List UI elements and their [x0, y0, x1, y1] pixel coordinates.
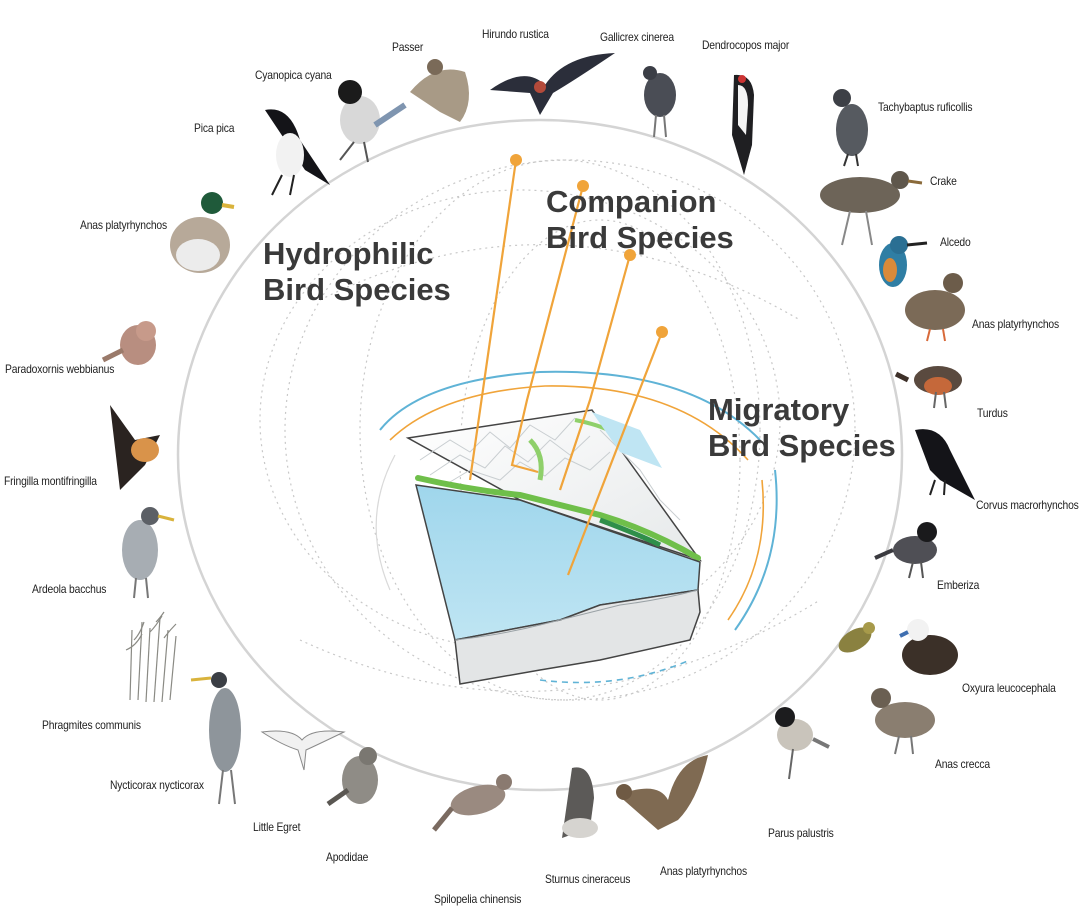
- bird-icon: [820, 171, 922, 245]
- bird-icon: [265, 109, 330, 195]
- bird-icon: [110, 405, 160, 490]
- category-hydrophilic-line2: Bird Species: [263, 272, 451, 308]
- species-label: Phragmites communis: [42, 718, 141, 732]
- bird-icon: [262, 731, 344, 770]
- species-label: Anas platyrhynchos: [80, 218, 167, 232]
- bird-icon: [775, 707, 829, 779]
- bird-icon: [616, 755, 708, 830]
- bird-icon: [490, 53, 615, 115]
- species-label: Anas crecca: [935, 757, 990, 771]
- category-migratory: Migratory Bird Species: [708, 392, 896, 464]
- bird-icon: [915, 429, 975, 500]
- category-migratory-line2: Bird Species: [708, 428, 896, 464]
- species-label: Pica pica: [194, 121, 234, 135]
- category-migratory-line1: Migratory: [708, 392, 896, 428]
- bird-icon: [871, 688, 935, 754]
- category-companion: Companion Bird Species: [546, 184, 734, 256]
- species-label: Parus palustris: [768, 826, 834, 840]
- species-label: Passer: [392, 40, 423, 54]
- reed-grass-icon: [126, 612, 176, 702]
- species-label: Cyanopica cyana: [255, 68, 332, 82]
- bird-icon: [732, 75, 754, 175]
- bird-icon: [896, 366, 962, 408]
- species-label: Sturnus cineraceus: [545, 872, 630, 886]
- species-label: Nycticorax nycticorax: [110, 778, 204, 792]
- bird-icon: [338, 80, 405, 162]
- bird-icon: [905, 273, 965, 341]
- species-label: Little Egret: [253, 820, 300, 834]
- bird-icon: [879, 236, 927, 287]
- species-label: Alcedo: [940, 235, 971, 249]
- species-label: Fringilla montifringilla: [4, 474, 97, 488]
- species-label: Crake: [930, 174, 957, 188]
- species-label: Spilopelia chinensis: [434, 892, 521, 906]
- bird-icon: [328, 747, 378, 804]
- species-label: Oxyura leucocephala: [962, 681, 1056, 695]
- terrain-block: [408, 410, 700, 684]
- species-label: Apodidae: [326, 850, 368, 864]
- species-label: Anas platyrhynchos: [972, 317, 1059, 331]
- species-label: Dendrocopos major: [702, 38, 789, 52]
- bird-icon: [103, 321, 156, 365]
- bird-icon: [434, 774, 512, 830]
- species-label: Ardeola bacchus: [32, 582, 106, 596]
- bird-icon: [900, 619, 958, 675]
- bird-icon: [643, 66, 676, 137]
- species-label: Turdus: [977, 406, 1008, 420]
- bird-icon: [833, 89, 868, 166]
- species-label: Gallicrex cinerea: [600, 30, 674, 44]
- category-companion-line1: Companion: [546, 184, 734, 220]
- species-label: Corvus macrorhynchos: [976, 498, 1079, 512]
- species-label: Emberiza: [937, 578, 979, 592]
- bird-icon: [562, 767, 598, 838]
- bird-icon: [410, 59, 469, 122]
- bird-icon: [170, 192, 234, 273]
- category-companion-line2: Bird Species: [546, 220, 734, 256]
- bird-icon: [875, 522, 937, 578]
- species-label: Anas platyrhynchos: [660, 864, 747, 878]
- category-hydrophilic-line1: Hydrophilic: [263, 236, 451, 272]
- species-label: Hirundo rustica: [482, 27, 549, 41]
- bird-icon: [122, 507, 174, 598]
- species-label: Paradoxornis webbianus: [5, 362, 114, 376]
- species-label: Tachybaptus ruficollis: [878, 100, 972, 114]
- category-hydrophilic: Hydrophilic Bird Species: [263, 236, 451, 308]
